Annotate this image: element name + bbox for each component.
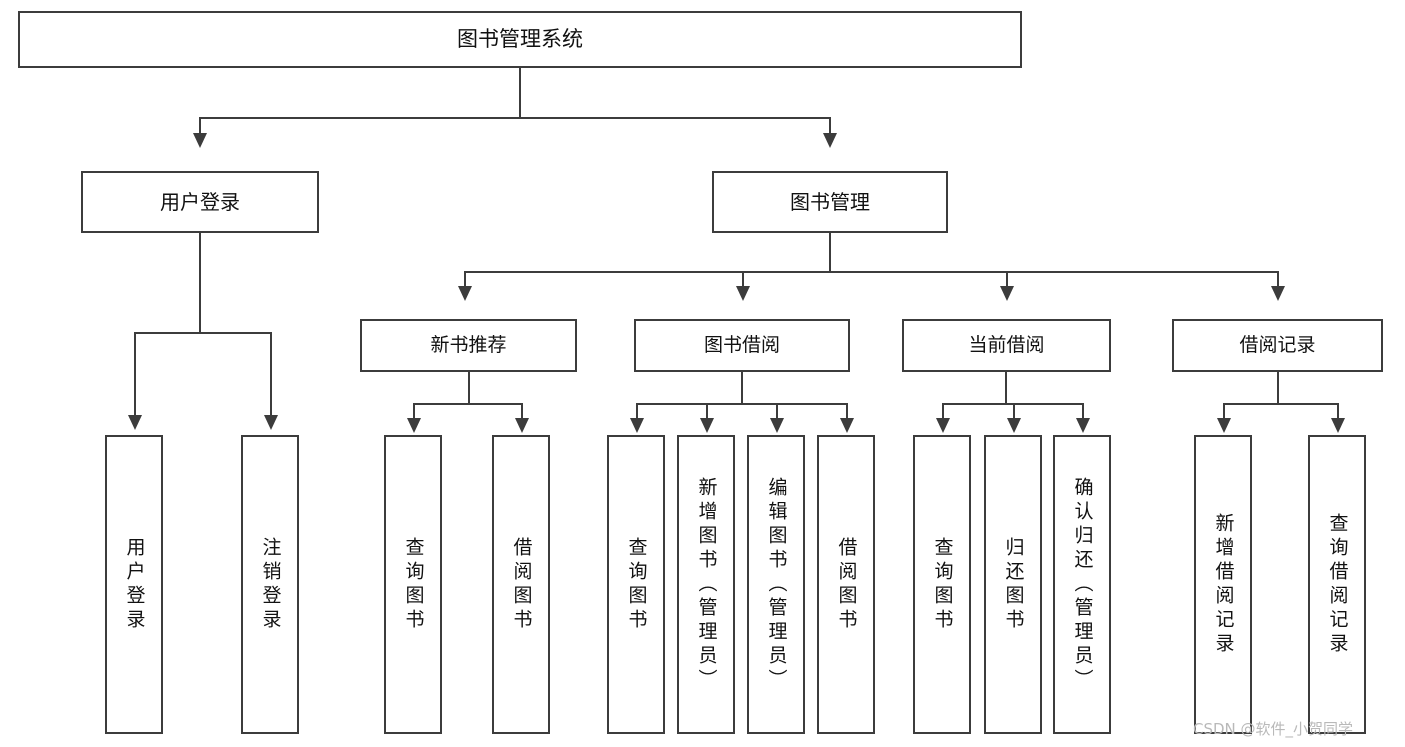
leaf-add-book[interactable]: 新增图书（管理员） — [677, 435, 735, 734]
node-label: 归还图书 — [1002, 536, 1025, 633]
node-label: 确认归还（管理员） — [1071, 476, 1094, 693]
connector-user-login-leaf1 — [134, 332, 136, 417]
leaf-confirm-return[interactable]: 确认归还（管理员） — [1053, 435, 1111, 734]
node-label: 图书管理系统 — [457, 27, 583, 52]
connector-book-manage-stem — [829, 233, 831, 272]
node-book-borrow[interactable]: 图书借阅 — [634, 319, 850, 372]
connector-to-book-manage — [829, 117, 831, 135]
node-label: 查询图书 — [402, 536, 425, 633]
arrowhead-leaf-add-book — [700, 418, 714, 433]
node-label: 查询图书 — [625, 536, 648, 633]
leaf-user-login[interactable]: 用户登录 — [105, 435, 163, 734]
arrowhead-leaf-user-login — [128, 415, 142, 430]
leaf-query-book-borrow[interactable]: 查询图书 — [607, 435, 665, 734]
arrowhead-leaf-query-book-3 — [936, 418, 950, 433]
arrowhead-new-book-recommend — [458, 286, 472, 301]
arrowhead-book-manage — [823, 133, 837, 148]
connector-current-borrow-leaf3 — [1082, 403, 1084, 420]
connector-to-current-borrow — [1006, 271, 1008, 288]
node-user-login[interactable]: 用户登录 — [81, 171, 319, 233]
connector-book-borrow-leaf1 — [636, 403, 638, 420]
node-book-manage[interactable]: 图书管理 — [712, 171, 948, 233]
node-label: 编辑图书（管理员） — [765, 476, 788, 693]
leaf-add-borrow-record[interactable]: 新增借阅记录 — [1194, 435, 1252, 734]
connector-borrow-record-leaf2 — [1337, 403, 1339, 420]
node-label: 用户登录 — [160, 189, 240, 214]
connector-user-login-stem — [199, 233, 201, 333]
connector-borrow-record-stem — [1277, 372, 1279, 404]
node-borrow-record[interactable]: 借阅记录 — [1172, 319, 1383, 372]
connector-book-borrow-leaf3 — [776, 403, 778, 420]
connector-borrow-record-leaf1 — [1223, 403, 1225, 420]
connector-to-book-borrow — [742, 271, 744, 288]
connector-user-login-leaf2 — [270, 332, 272, 417]
node-label: 图书借阅 — [703, 333, 780, 356]
arrowhead-leaf-return-book — [1007, 418, 1021, 433]
node-label: 图书管理 — [790, 189, 870, 214]
connector-new-book-bar — [413, 403, 523, 405]
arrowhead-leaf-add-record — [1217, 418, 1231, 433]
node-label: 当前借阅 — [968, 333, 1045, 356]
leaf-edit-book[interactable]: 编辑图书（管理员） — [747, 435, 805, 734]
arrowhead-leaf-borrow-book-1 — [515, 418, 529, 433]
node-label: 新书推荐 — [430, 333, 507, 356]
leaf-query-book-current[interactable]: 查询图书 — [913, 435, 971, 734]
connector-level2-bar — [464, 271, 1277, 273]
node-label: 注销登录 — [259, 536, 282, 633]
arrowhead-leaf-borrow-book-2 — [840, 418, 854, 433]
connector-root-stem — [519, 68, 521, 118]
node-label: 新增图书（管理员） — [695, 476, 718, 693]
arrowhead-current-borrow — [1000, 286, 1014, 301]
connector-to-user-login — [199, 117, 201, 135]
arrowhead-user-login — [193, 133, 207, 148]
arrowhead-leaf-edit-book — [770, 418, 784, 433]
leaf-borrow-book-new[interactable]: 借阅图书 — [492, 435, 550, 734]
watermark-text: CSDN @软件_小贺同学 — [1193, 720, 1354, 738]
connector-book-borrow-leaf4 — [846, 403, 848, 420]
node-label: 借阅记录 — [1239, 333, 1316, 356]
connector-to-borrow-record — [1277, 271, 1279, 288]
connector-current-borrow-leaf1 — [942, 403, 944, 420]
arrowhead-leaf-logout — [264, 415, 278, 430]
node-current-borrow[interactable]: 当前借阅 — [902, 319, 1111, 372]
connector-to-new-book — [464, 271, 466, 288]
arrowhead-leaf-query-book-1 — [407, 418, 421, 433]
arrowhead-book-borrow — [736, 286, 750, 301]
connector-new-book-leaf1 — [413, 403, 415, 420]
arrowhead-leaf-query-book-2 — [630, 418, 644, 433]
arrowhead-leaf-confirm-return — [1076, 418, 1090, 433]
connector-current-borrow-leaf2 — [1013, 403, 1015, 420]
node-label: 借阅图书 — [510, 536, 533, 633]
leaf-return-book[interactable]: 归还图书 — [984, 435, 1042, 734]
arrowhead-leaf-query-record — [1331, 418, 1345, 433]
arrowhead-borrow-record — [1271, 286, 1285, 301]
connector-user-login-bar — [134, 332, 271, 334]
leaf-borrow-book[interactable]: 借阅图书 — [817, 435, 875, 734]
node-label: 查询图书 — [931, 536, 954, 633]
connector-new-book-stem — [468, 372, 470, 404]
node-label: 借阅图书 — [835, 536, 858, 633]
node-root-system[interactable]: 图书管理系统 — [18, 11, 1022, 68]
node-label: 新增借阅记录 — [1212, 512, 1235, 657]
connector-book-borrow-stem — [741, 372, 743, 404]
connector-borrow-record-bar — [1223, 403, 1339, 405]
connector-book-borrow-bar — [636, 403, 848, 405]
leaf-logout[interactable]: 注销登录 — [241, 435, 299, 734]
connector-level1-bar — [199, 117, 831, 119]
leaf-query-book-new[interactable]: 查询图书 — [384, 435, 442, 734]
connector-book-borrow-leaf2 — [706, 403, 708, 420]
leaf-query-borrow-record[interactable]: 查询借阅记录 — [1308, 435, 1366, 734]
node-label: 查询借阅记录 — [1326, 512, 1349, 657]
connector-current-borrow-stem — [1005, 372, 1007, 404]
connector-new-book-leaf2 — [521, 403, 523, 420]
node-label: 用户登录 — [123, 536, 146, 633]
node-new-book-recommend[interactable]: 新书推荐 — [360, 319, 577, 372]
